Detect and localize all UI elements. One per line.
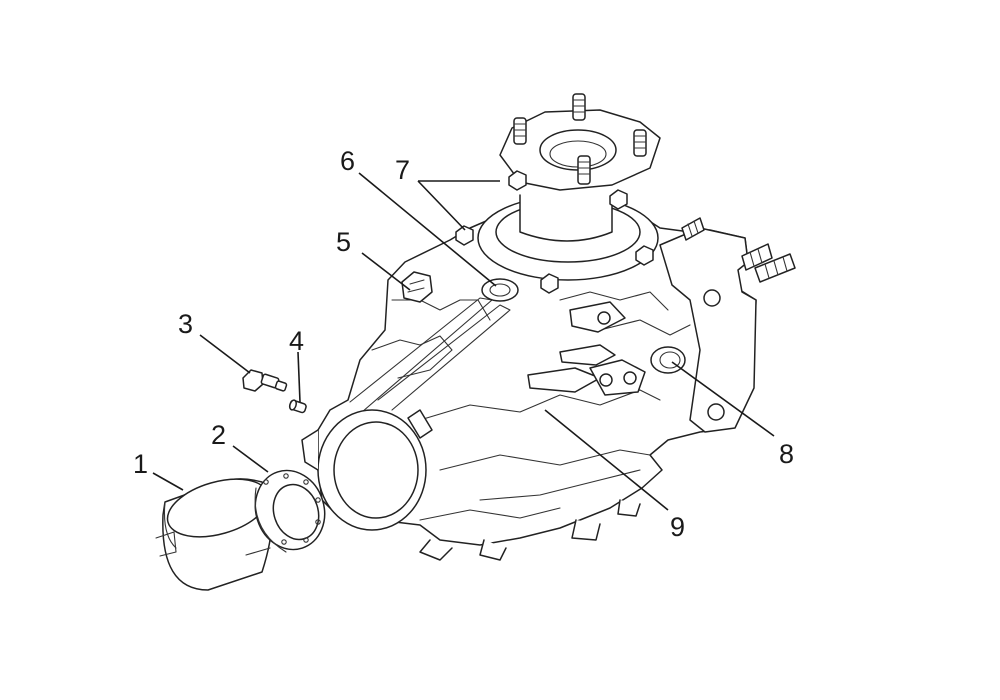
lever-arm-lower — [527, 367, 601, 393]
wheel-stud-front — [577, 155, 591, 185]
stud-right-upper — [681, 217, 705, 241]
callout-5: 5 — [336, 227, 351, 257]
leader-line-2 — [232, 445, 269, 473]
mount-lug — [617, 499, 641, 517]
housing-rib — [349, 297, 493, 413]
housing-contour — [419, 507, 561, 521]
callout-6: 6 — [340, 146, 355, 176]
stud-right-lower — [741, 243, 773, 271]
leader-line-8 — [671, 361, 775, 437]
mount-lug — [571, 519, 601, 541]
housing-contour — [371, 335, 453, 379]
mount-lug — [419, 539, 453, 561]
leader-lines — [152, 172, 775, 511]
front-bore-inner — [333, 421, 419, 519]
flange-bolt — [540, 273, 559, 294]
housing-rib — [377, 304, 511, 411]
leader-line-7b — [417, 180, 466, 231]
callout-8: 8 — [779, 439, 794, 469]
flange-cylinder — [519, 194, 613, 242]
side-plate-hole-upper — [703, 289, 721, 307]
housing-side-plate — [659, 227, 757, 433]
split-sleeve — [155, 478, 273, 591]
leader-line-3 — [199, 334, 251, 374]
dowel-pin — [288, 399, 307, 414]
fill-plug — [401, 271, 433, 303]
callout-numbers: 1 2 3 4 5 6 7 8 9 — [133, 146, 794, 542]
lever-arm-middle — [559, 344, 616, 366]
housing-contour — [419, 389, 661, 421]
front-bore-notch — [407, 409, 433, 439]
lever-pivot — [623, 371, 637, 385]
callout-7: 7 — [395, 155, 410, 185]
wheel-stud-right — [633, 129, 647, 157]
callout-9: 9 — [670, 512, 685, 542]
breather-plug — [481, 278, 519, 302]
callout-1: 1 — [133, 449, 148, 479]
leader-line-6 — [358, 172, 497, 287]
leader-line-1 — [152, 472, 184, 491]
bearing-ring — [254, 469, 326, 553]
housing-contour — [479, 469, 641, 501]
wheel-stud-left — [513, 117, 527, 145]
banjo-bolt — [242, 369, 288, 392]
flange-bolt — [508, 170, 527, 191]
leader-line-5 — [361, 252, 411, 291]
housing-contour — [559, 291, 669, 311]
lever-pivot — [599, 373, 613, 387]
mount-lug — [479, 539, 507, 561]
callout-2: 2 — [211, 420, 226, 450]
flange-bolts — [455, 170, 654, 294]
output-flange-assembly — [477, 93, 661, 281]
side-plate-hole-lower — [707, 403, 725, 421]
leader-line-9 — [544, 409, 669, 511]
lever-pivot — [597, 311, 611, 325]
stud-right-rear — [754, 253, 796, 283]
wheel-stud-back — [572, 93, 586, 121]
flange-bolt — [635, 245, 654, 266]
callout-4: 4 — [289, 326, 304, 356]
housing-contour — [439, 449, 651, 471]
flange-bolt — [455, 225, 474, 246]
front-bore-tab — [301, 429, 319, 471]
flange-bolt — [609, 189, 628, 210]
callout-3: 3 — [178, 309, 193, 339]
leader-line-4 — [297, 351, 301, 403]
housing-contour — [599, 319, 691, 336]
drain-plug — [650, 346, 686, 374]
